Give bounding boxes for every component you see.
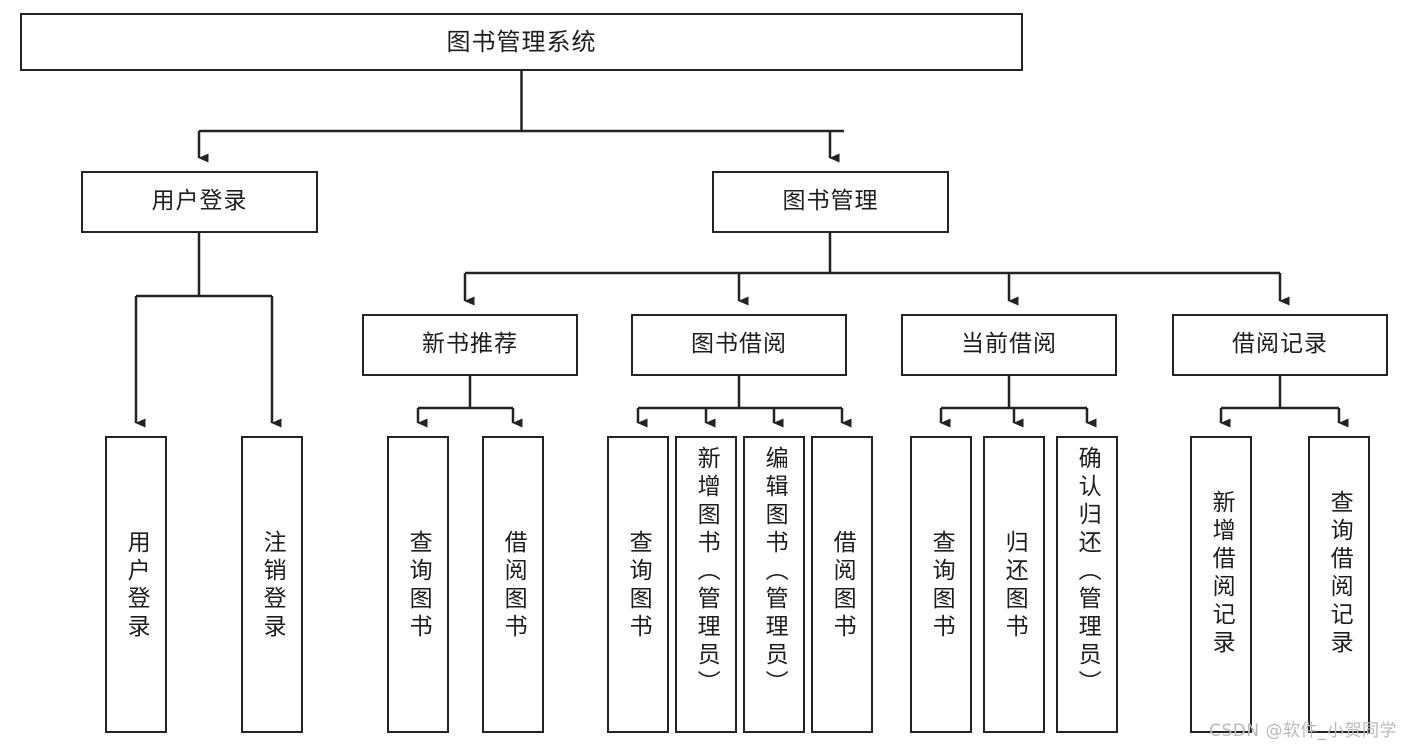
node-leaf-add-book-label: 新增图书（管理员） (693, 446, 720, 698)
node-user-login-label: 用户登录 (151, 188, 248, 215)
node-leaf-query-book-3[interactable]: 查询图书 (910, 436, 972, 733)
node-borrow-record[interactable]: 借阅记录 (1172, 314, 1388, 376)
node-leaf-user-logout[interactable]: 注销登录 (241, 436, 303, 733)
node-leaf-query-book-1-label: 查询图书 (405, 530, 432, 642)
node-leaf-borrow-book-2[interactable]: 借阅图书 (811, 436, 873, 733)
node-leaf-add-record-label: 新增借阅记录 (1208, 490, 1235, 658)
node-new-book-rec-label: 新书推荐 (422, 331, 518, 358)
node-leaf-borrow-book-1[interactable]: 借阅图书 (482, 436, 544, 733)
node-current-borrow[interactable]: 当前借阅 (901, 314, 1117, 376)
node-leaf-return-book[interactable]: 归还图书 (983, 436, 1045, 733)
node-borrow-record-label: 借阅记录 (1232, 331, 1328, 358)
node-leaf-user-logout-label: 注销登录 (259, 530, 286, 642)
node-root[interactable]: 图书管理系统 (20, 13, 1023, 71)
node-current-borrow-label: 当前借阅 (961, 331, 1057, 358)
node-leaf-return-book-label: 归还图书 (1001, 530, 1028, 642)
node-leaf-edit-book-label: 编辑图书（管理员） (761, 446, 788, 698)
node-leaf-borrow-book-2-label: 借阅图书 (829, 530, 856, 642)
node-leaf-borrow-book-1-label: 借阅图书 (500, 530, 527, 642)
node-book-borrow[interactable]: 图书借阅 (631, 314, 847, 376)
node-leaf-query-record[interactable]: 查询借阅记录 (1308, 436, 1370, 733)
node-leaf-add-book[interactable]: 新增图书（管理员） (675, 436, 737, 733)
node-book-borrow-label: 图书借阅 (691, 331, 787, 358)
node-user-login[interactable]: 用户登录 (81, 171, 318, 233)
node-leaf-confirm-return[interactable]: 确认归还（管理员） (1056, 436, 1118, 733)
node-leaf-edit-book[interactable]: 编辑图书（管理员） (743, 436, 805, 733)
node-leaf-user-login[interactable]: 用户登录 (105, 436, 167, 733)
node-leaf-add-record[interactable]: 新增借阅记录 (1190, 436, 1252, 733)
node-leaf-query-book-2-label: 查询图书 (625, 530, 652, 642)
node-book-manage-label: 图书管理 (782, 188, 879, 215)
csdn-watermark: CSDN @软件_小贺同学 (1209, 721, 1397, 741)
node-leaf-query-record-label: 查询借阅记录 (1326, 490, 1353, 658)
node-leaf-user-login-label: 用户登录 (123, 530, 150, 642)
node-book-manage[interactable]: 图书管理 (712, 171, 949, 233)
node-leaf-query-book-1[interactable]: 查询图书 (387, 436, 449, 733)
node-leaf-query-book-3-label: 查询图书 (928, 530, 955, 642)
node-leaf-confirm-return-label: 确认归还（管理员） (1074, 446, 1101, 698)
node-root-label: 图书管理系统 (446, 27, 597, 56)
node-leaf-query-book-2[interactable]: 查询图书 (607, 436, 669, 733)
node-new-book-rec[interactable]: 新书推荐 (362, 314, 578, 376)
